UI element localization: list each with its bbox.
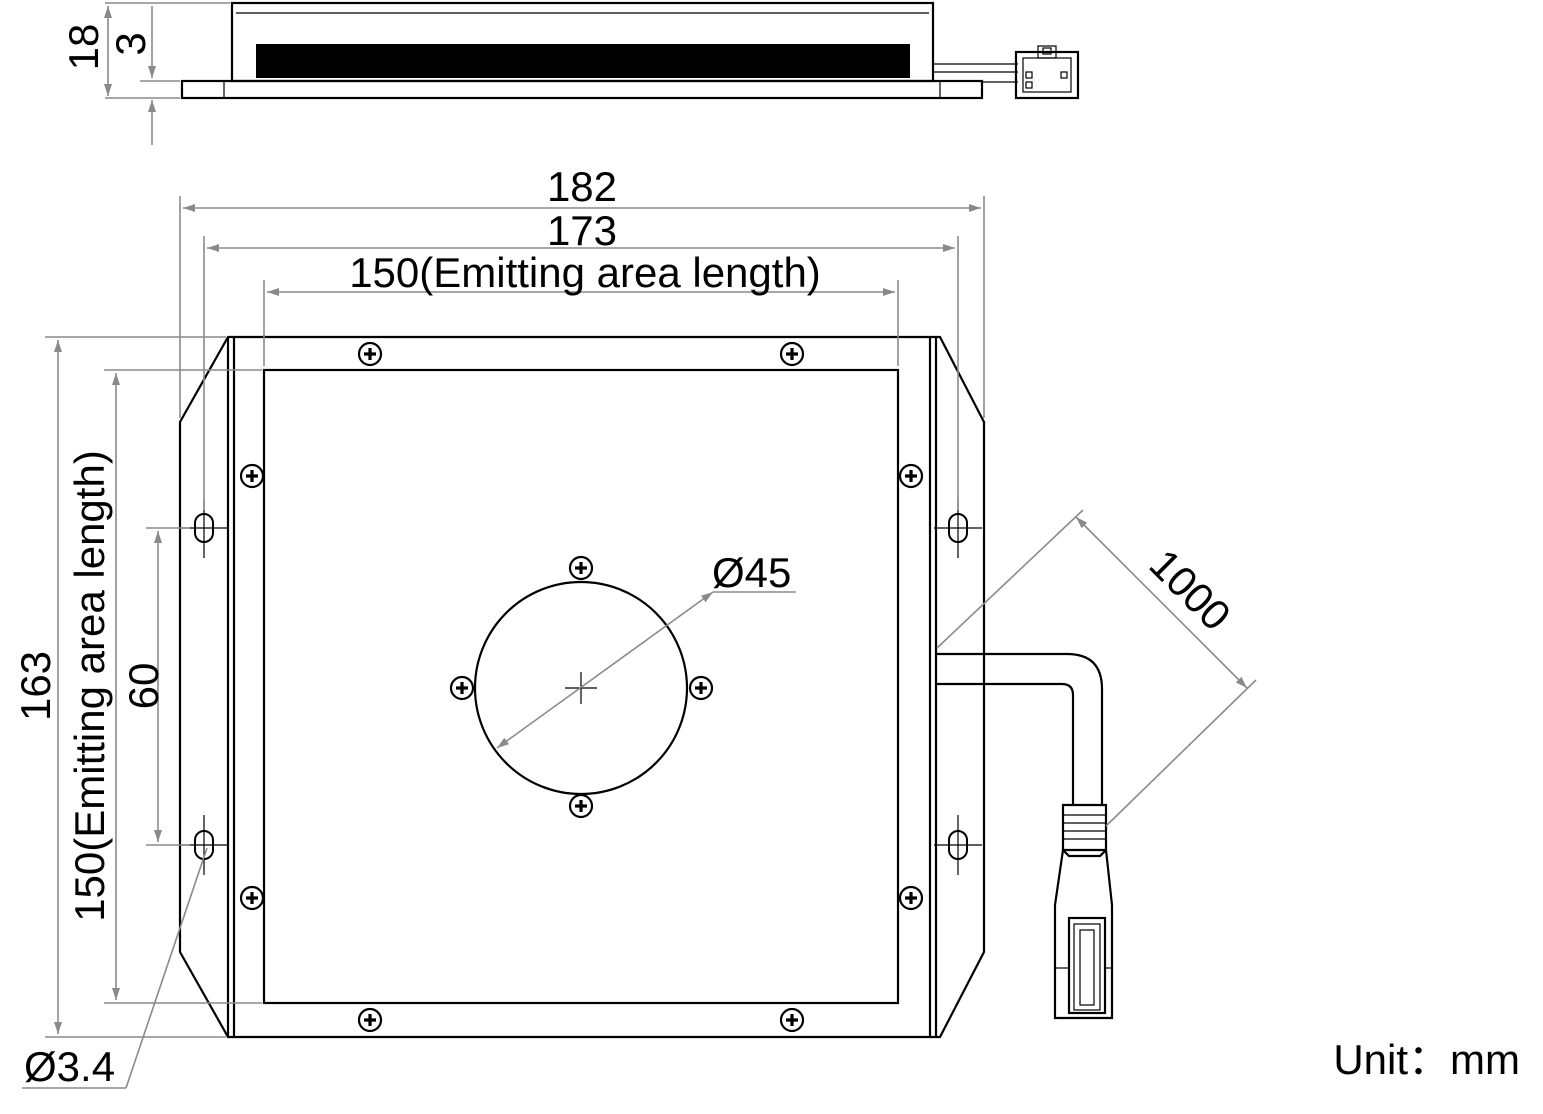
screw-icon <box>449 675 475 701</box>
unit-label: Unit：mm <box>1333 1036 1520 1083</box>
screw-icon <box>779 341 805 367</box>
side-plate-label: 3 <box>107 32 154 55</box>
screw-icon <box>568 793 594 819</box>
screw-icon <box>898 885 924 911</box>
screw-icon <box>688 675 714 701</box>
hole-spacing-label: 60 <box>120 663 167 710</box>
top-view: 182 173 150(Emitting area length) 163 15… <box>12 163 1257 1090</box>
screw-icon <box>898 463 924 489</box>
cable <box>936 652 1104 805</box>
side-height-label: 18 <box>60 24 107 71</box>
cable-length-label: 1000 <box>1141 540 1240 639</box>
side-connector <box>1014 45 1080 100</box>
screw-icon <box>568 555 594 581</box>
screw-icon <box>779 1007 805 1033</box>
hole-diameter-label: Ø3.4 <box>24 1043 115 1090</box>
cable-connector <box>1053 803 1114 1020</box>
emit-height-label: 150(Emitting area length) <box>66 450 113 922</box>
screw-icon <box>239 885 265 911</box>
emit-width-label: 150(Emitting area length) <box>349 249 821 296</box>
emitting-area <box>262 368 900 1005</box>
base-plate <box>178 335 986 1039</box>
screw-icon <box>357 1007 383 1033</box>
side-view: 18 3 <box>60 1 1080 145</box>
overall-height-label: 163 <box>12 651 59 721</box>
center-diameter-label: Ø45 <box>712 549 791 596</box>
screw-icon <box>239 463 265 489</box>
mount-hole-icon <box>933 814 983 876</box>
screw-icon <box>357 341 383 367</box>
mount-width-label: 173 <box>547 207 617 254</box>
overall-width-label: 182 <box>547 163 617 210</box>
